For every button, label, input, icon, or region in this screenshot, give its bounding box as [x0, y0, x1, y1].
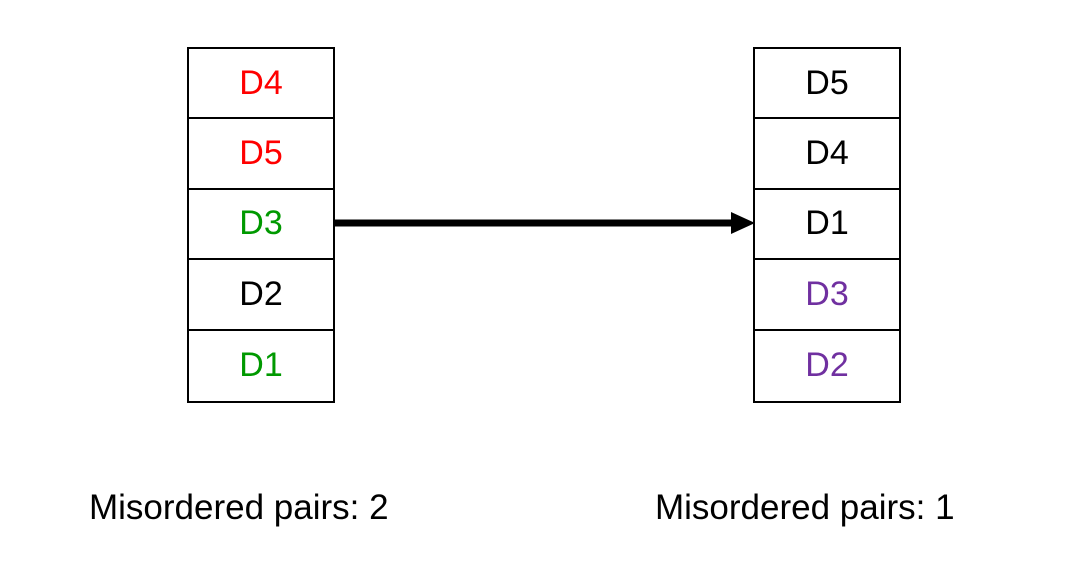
left-item-4: D2 — [189, 260, 333, 331]
right-item-5: D2 — [805, 346, 849, 385]
left-item-3: D3 — [189, 190, 333, 261]
right-misordered-caption: Misordered pairs: 1 — [655, 488, 955, 527]
right-ranking-list: D5 D4 D1 D3 D2 — [753, 47, 901, 403]
left-item-5: D1 — [239, 346, 283, 385]
right-item-4: D3 — [755, 260, 899, 331]
right-item-1: D5 — [755, 49, 899, 120]
transition-arrow — [335, 212, 755, 234]
left-ranking-list: D4 D5 D3 D2 D1 — [187, 47, 335, 403]
left-item-1: D4 — [189, 49, 333, 120]
right-item-2: D4 — [755, 119, 899, 190]
right-item-3: D1 — [755, 190, 899, 261]
arrow-head — [731, 212, 755, 234]
left-misordered-caption: Misordered pairs: 2 — [89, 488, 389, 527]
left-item-2: D5 — [189, 119, 333, 190]
